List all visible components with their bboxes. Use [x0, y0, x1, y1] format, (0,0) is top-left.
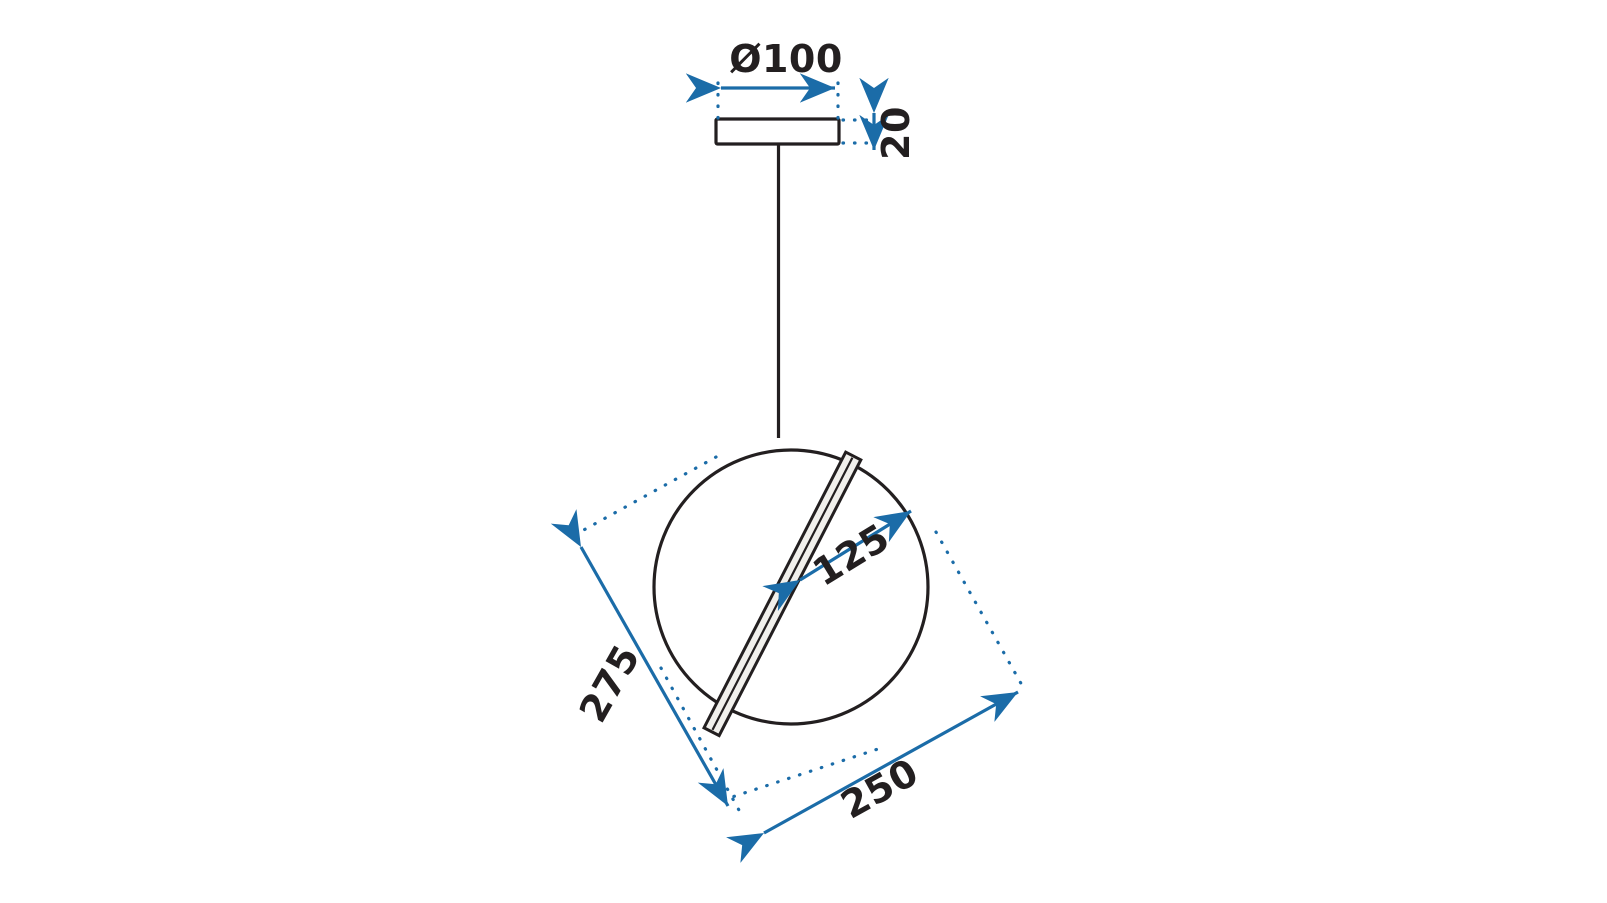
- shade-bounding-box-extensions: [569, 455, 1025, 814]
- ext-line-bbox-top-left: [569, 455, 718, 539]
- dim-label-canopy-height: 20: [874, 106, 918, 160]
- ext-line-bbox-top-right: [934, 530, 1025, 689]
- diagonal-blade: [701, 450, 863, 738]
- dim-label-overall-height: 275: [571, 638, 649, 730]
- blade-center-line: [711, 457, 854, 731]
- dimension-canopy-diameter: Ø100: [685, 37, 843, 120]
- dimension-shade-diameter: 250: [726, 690, 1019, 863]
- dim-line-shade-radius: [762, 509, 912, 612]
- dimension-canopy-height: 20: [841, 77, 918, 160]
- canopy-body: [714, 117, 841, 146]
- dim-line-overall-height: [550, 509, 730, 807]
- ceiling-canopy: [714, 117, 841, 146]
- dimension-overall-height: 275: [550, 509, 730, 807]
- dim-line-shade-diameter: [726, 690, 1019, 863]
- dim-label-canopy-diameter: Ø100: [729, 37, 843, 81]
- dim-label-shade-diameter: 250: [834, 750, 926, 828]
